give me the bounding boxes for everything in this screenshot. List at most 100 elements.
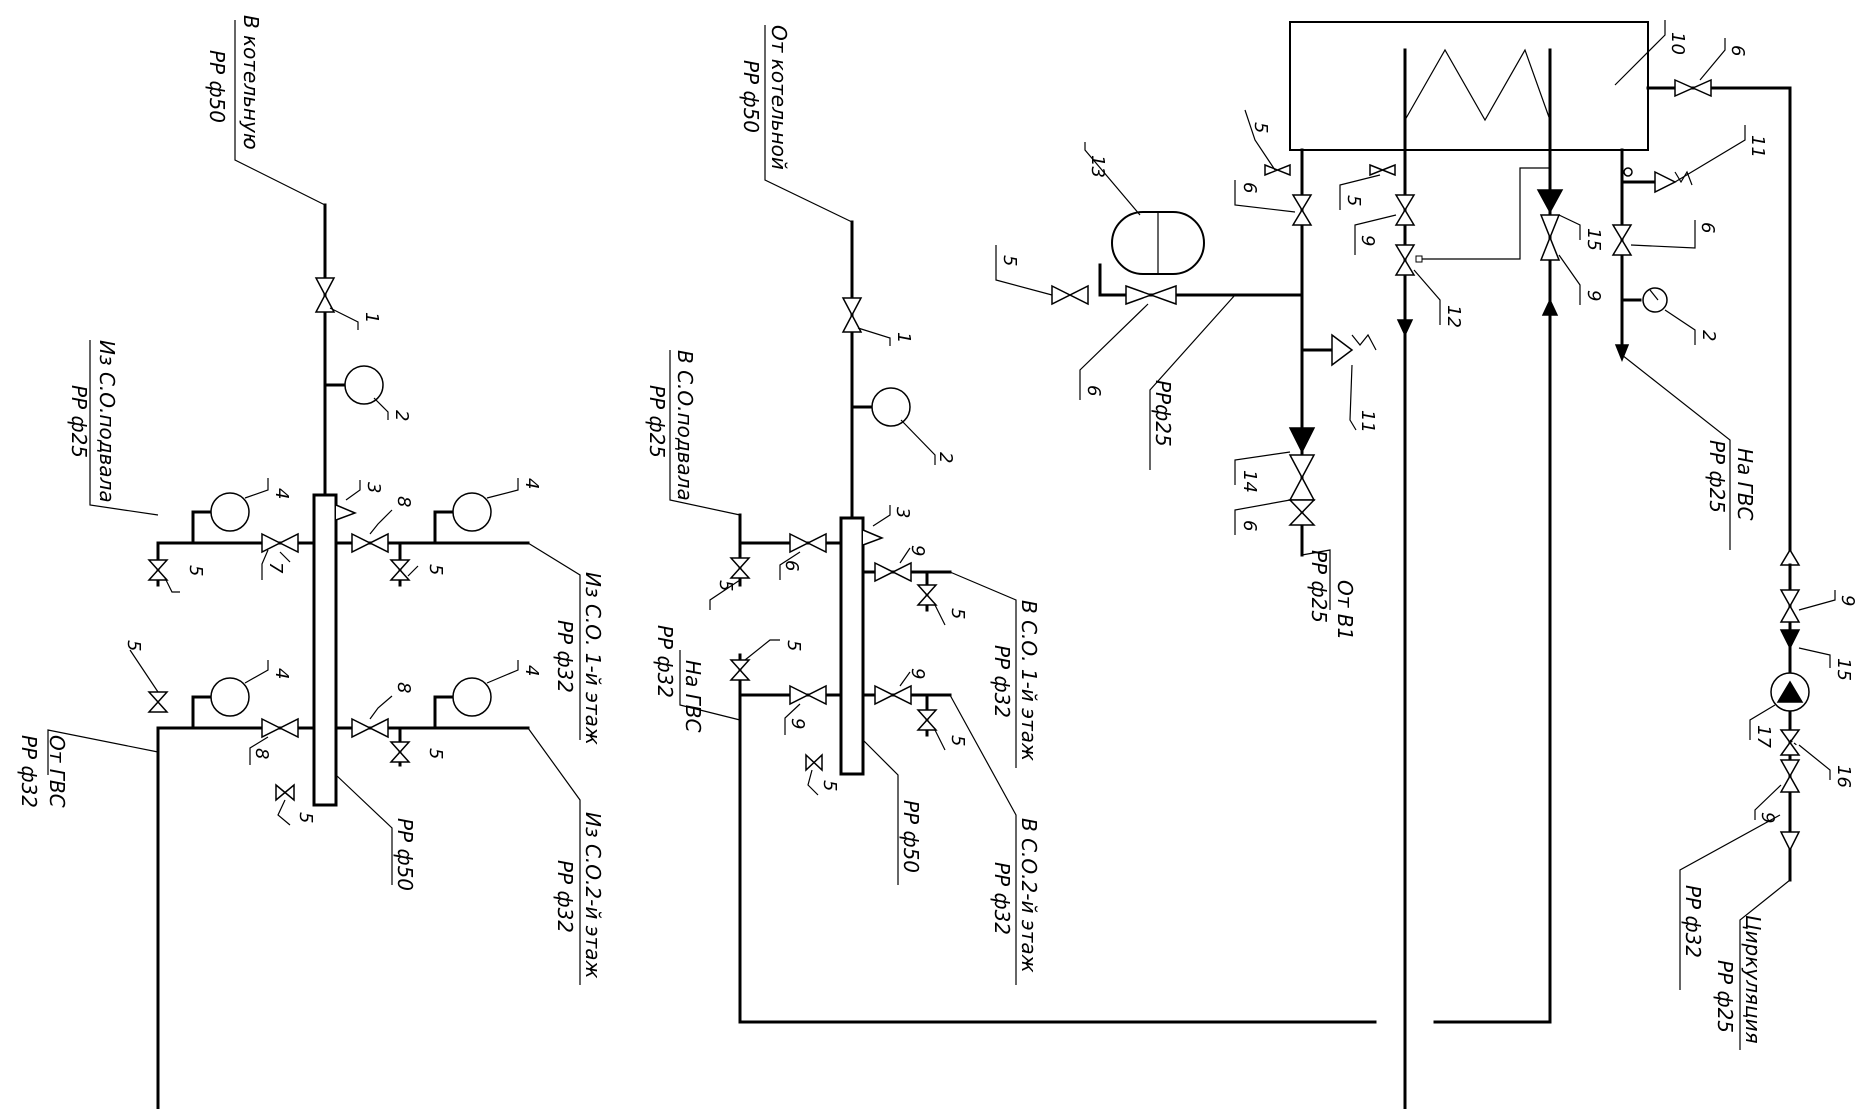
supply-collector-section: От котельной PP ф50 1 2 PP ф50 3 В С.О.п…: [645, 25, 1377, 1024]
callout-1: 1: [361, 312, 382, 323]
callout-4c: 4: [271, 668, 292, 679]
callout-6a: 6: [781, 560, 802, 571]
valve-12: [1394, 244, 1416, 276]
label-to-basement-dn: PP ф25: [645, 385, 669, 458]
label-from-boiler-room: От котельной: [767, 25, 791, 170]
callout-17: 17: [1753, 725, 1774, 748]
callout-5l: 5: [1250, 122, 1271, 133]
flow-arrow-down: [1396, 319, 1414, 337]
thermometer-4b: [452, 492, 492, 532]
balancing-valve-8a: [351, 532, 389, 554]
callout-15b: 15: [1833, 658, 1854, 681]
label-from-b1: От В1: [1333, 580, 1357, 640]
pipe-coil-return: [1433, 48, 1552, 1024]
label-circulation: Циркуляция: [1741, 915, 1765, 1044]
callout-6f: 6: [1727, 45, 1748, 56]
callout-11a: 11: [1357, 410, 1378, 433]
safety-valve-11a: [1331, 333, 1354, 367]
label-from-floor1-dn: PP ф32: [553, 620, 577, 693]
callout-9c: 9: [907, 668, 928, 679]
label-from-floor2-dn: PP ф32: [553, 860, 577, 933]
label-to-dhw-3-dn: PP ф25: [1705, 440, 1729, 513]
valve-9e: [1539, 214, 1561, 261]
valve-6f: [1674, 78, 1712, 98]
valve-6b: [1125, 284, 1177, 306]
balancing-valve-8b: [261, 717, 299, 739]
callout-2b: 2: [935, 452, 956, 463]
callout-5a: 5: [185, 565, 206, 576]
callout-8c: 8: [393, 682, 414, 693]
callout-5g: 5: [947, 608, 968, 619]
drain-valve-5g: [916, 584, 938, 606]
check-valve-15a: [1536, 189, 1564, 214]
label-to-boiler-room-dn: PP ф50: [205, 50, 229, 123]
drain-valve-5i: [916, 709, 938, 731]
drain-valve-5m: [1369, 163, 1396, 177]
valve-9c: [874, 684, 912, 706]
valve-6e: [1611, 224, 1633, 256]
label-from-b1-dn: PP ф25: [1307, 550, 1331, 623]
label-to-floor1-dn: PP ф32: [990, 645, 1014, 718]
air-vent-3b: [862, 529, 885, 546]
label-from-basement-dn: PP ф25: [67, 385, 91, 458]
label-from-floor2: Из С.О.2-й этаж: [581, 812, 605, 979]
callout-5m: 5: [1343, 195, 1364, 206]
thermometer-4d: [452, 677, 492, 717]
callout-6e: 6: [1697, 222, 1718, 233]
label-from-floor1: Из С.О. 1-й этаж: [581, 572, 605, 745]
callout-9e: 9: [1583, 290, 1604, 301]
gauge-2: [344, 365, 384, 405]
label-to-dhw-3: На ГВС: [1733, 448, 1757, 521]
label-circulation-dn2: PP ф32: [1681, 885, 1705, 958]
label-from-dhw-dn: PP ф32: [17, 735, 41, 808]
drain-valve-5j: [805, 753, 823, 772]
pipe-dhw-loop: [738, 653, 1377, 1024]
collector-1: [312, 493, 338, 807]
callout-3b: 3: [892, 507, 913, 518]
callout-5b: 5: [425, 564, 446, 575]
callout-5i: 5: [947, 735, 968, 746]
callout-15a: 15: [1583, 228, 1604, 251]
drain-valve-5f: [729, 557, 751, 579]
callout-5f: 5: [715, 580, 736, 591]
callout-8a: 8: [393, 496, 414, 507]
balancing-valve-8c: [351, 717, 389, 739]
callout-5j: 5: [819, 780, 840, 791]
drain-valve-5e: [275, 783, 295, 802]
callout-13: 13: [1087, 155, 1108, 178]
callout-5c: 5: [123, 640, 144, 651]
callout-4d: 4: [521, 665, 542, 676]
safety-valve-11b: [1654, 170, 1677, 194]
callout-5d: 5: [425, 748, 446, 759]
valve-6d: [1288, 454, 1316, 501]
thermometer-4a: [210, 492, 250, 532]
callout-10: 10: [1667, 32, 1688, 55]
valve-6c: [1291, 194, 1313, 226]
label-circulation-dn1: PP ф25: [1713, 960, 1737, 1033]
label-to-floor1: В С.О. 1-й этаж: [1017, 600, 1041, 761]
thermostat-line: [1422, 167, 1550, 260]
callout-9b: 9: [787, 718, 808, 729]
callout-6b: 6: [1083, 385, 1104, 396]
callout-2: 2: [391, 410, 412, 421]
drain-valve-5c: [147, 691, 169, 713]
label-to-dhw-2: На ГВС: [681, 660, 705, 733]
label-to-basement: В С.О.подвала: [673, 350, 697, 501]
label-expansion-dn: PPф25: [1151, 380, 1175, 447]
leader-to-boiler-room: [234, 20, 326, 206]
flow-arrow-circ-1: [1779, 548, 1801, 566]
callout-2c: 2: [1698, 330, 1719, 341]
label-from-dhw: От ГВС: [45, 735, 69, 808]
callout-5h: 5: [783, 640, 804, 651]
drain-valve-5k: [1051, 284, 1089, 306]
drain-valve-5d: [389, 741, 411, 763]
label-from-boiler-room-dn: PP ф50: [739, 60, 763, 133]
air-vent-3: [335, 504, 358, 521]
check-valve-15b: [1779, 629, 1801, 650]
label-from-basement: Из С.О.подвала: [95, 340, 119, 503]
callout-9a: 9: [907, 545, 928, 556]
collector-1-dn: PP ф50: [393, 818, 417, 891]
callout-4a: 4: [271, 488, 292, 499]
flow-arrow-circ-2: [1779, 831, 1801, 852]
